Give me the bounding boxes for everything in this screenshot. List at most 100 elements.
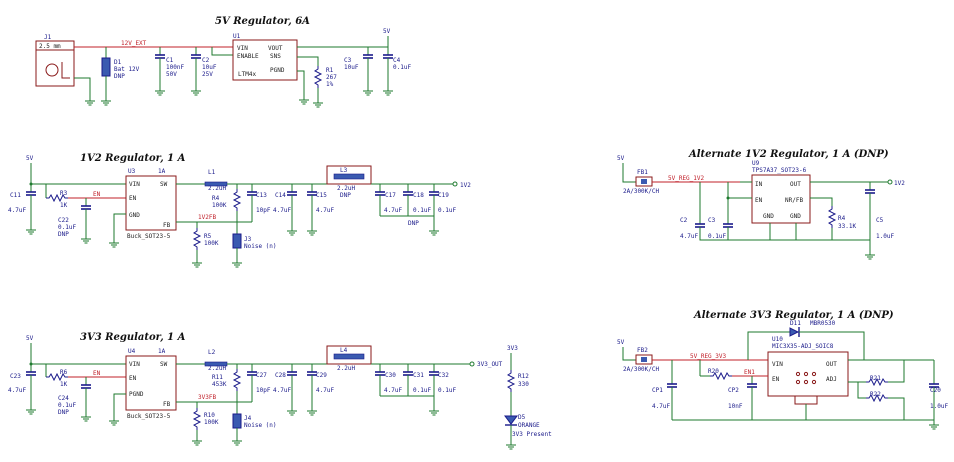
j1-barrel-jack: J1 2.5 mm (35, 34, 75, 87)
c1-capacitor: C1 100nF 50V (154, 46, 184, 96)
svg-text:4.7uF: 4.7uF (680, 233, 698, 240)
svg-text:10uF: 10uF (202, 64, 217, 71)
svg-text:267: 267 (326, 74, 337, 81)
svg-text:C23: C23 (10, 373, 21, 380)
svg-text:4.7uF: 4.7uF (8, 387, 26, 394)
svg-text:C11: C11 (10, 192, 21, 199)
c27-capacitor: C27 10pF (237, 363, 271, 403)
svg-text:2.2uH: 2.2uH (337, 365, 355, 372)
svg-text:VIN: VIN (129, 181, 140, 188)
c3-alt-capacitor: C3 0.1uF (708, 198, 734, 240)
svg-text:Buck_SOT23-5: Buck_SOT23-5 (127, 233, 171, 240)
svg-text:VOUT: VOUT (268, 45, 283, 52)
c3-capacitor: C3 10uF (344, 46, 374, 96)
svg-text:DNP: DNP (58, 409, 69, 416)
c32-capacitor: C32 0.1uF (428, 363, 456, 416)
svg-text:C3: C3 (344, 57, 352, 64)
svg-text:4.7uF: 4.7uF (8, 207, 26, 214)
c18-capacitor: C18 0.1uF (402, 183, 431, 216)
svg-text:0.1uF: 0.1uF (438, 207, 456, 214)
svg-text:R10: R10 (204, 412, 215, 419)
u10-ldo-ic: U10 MIC3X35-ADJ_SOIC8 VIN OUT EN ADJ (767, 336, 849, 405)
svg-text:FB2: FB2 (637, 347, 648, 354)
svg-text:4.7uF: 4.7uF (316, 207, 334, 214)
net-3v3-out: 3V3_OUT (477, 361, 503, 368)
svg-text:C4: C4 (393, 57, 401, 64)
svg-text:C2: C2 (202, 57, 210, 64)
svg-text:NR/FB: NR/FB (785, 197, 803, 204)
svg-text:R1: R1 (326, 67, 334, 74)
svg-text:Bat 12V: Bat 12V (114, 66, 140, 73)
svg-text:C2: C2 (680, 217, 688, 224)
u1-regulator-ic: U1 VIN ENABLE VOUT SNS PGND LTM4x (232, 33, 298, 81)
svg-text:L4: L4 (340, 347, 348, 354)
svg-text:C15: C15 (316, 192, 327, 199)
svg-text:100K: 100K (204, 419, 219, 426)
svg-text:4.7uF: 4.7uF (273, 207, 291, 214)
r1-resistor: R1 267 1% (312, 65, 337, 108)
c24-capacitor: C24 0.1uF DNP (58, 376, 92, 422)
svg-text:C17: C17 (385, 192, 396, 199)
c13-capacitor: C13 10pF (237, 183, 271, 223)
svg-text:0.1uF: 0.1uF (413, 207, 431, 214)
svg-text:C14: C14 (275, 192, 286, 199)
svg-text:R4: R4 (212, 195, 220, 202)
svg-text:330: 330 (518, 381, 529, 388)
svg-text:EN1: EN1 (744, 369, 755, 376)
svg-text:J4: J4 (244, 415, 252, 422)
svg-text:DNP: DNP (114, 73, 125, 80)
svg-text:ADJ: ADJ (826, 376, 837, 383)
svg-text:2A/300K/CH: 2A/300K/CH (623, 366, 660, 373)
d1-diode: D1 Bat 12V DNP (100, 47, 140, 106)
svg-text:IN: IN (755, 181, 763, 188)
svg-text:1%: 1% (326, 81, 334, 88)
svg-text:R6: R6 (60, 369, 68, 376)
r4-resistor: R4 100K (212, 188, 241, 212)
svg-text:L1: L1 (208, 169, 216, 176)
j3-jumper: J3 Noise (n) (231, 233, 277, 268)
svg-text:0.1uF: 0.1uF (438, 387, 456, 394)
svg-text:FB: FB (163, 222, 171, 229)
svg-text:3V3 Present: 3V3 Present (512, 431, 552, 438)
r4-alt-resistor: R4 33.1K (828, 205, 856, 240)
svg-text:C27: C27 (256, 372, 267, 379)
svg-text:100nF: 100nF (166, 64, 184, 71)
svg-text:0.1uF: 0.1uF (708, 233, 726, 240)
svg-text:R12: R12 (518, 373, 529, 380)
svg-text:U3: U3 (128, 168, 136, 175)
net-1v2-out: 1V2 (460, 182, 471, 189)
svg-text:R5: R5 (204, 233, 212, 240)
svg-text:100K: 100K (212, 202, 227, 209)
svg-text:1A: 1A (158, 168, 166, 175)
svg-text:MBR0530: MBR0530 (810, 320, 836, 327)
svg-text:EN: EN (129, 195, 137, 202)
svg-text:1K: 1K (60, 202, 68, 209)
svg-text:CP1: CP1 (652, 387, 663, 394)
r22-resistor: R22 (865, 391, 889, 402)
svg-text:C20: C20 (930, 387, 941, 394)
title-1v2-regulator: 1V2 Regulator, 1 A (80, 153, 186, 164)
r10-resistor: R10 100K (191, 402, 219, 446)
svg-text:C31: C31 (413, 372, 424, 379)
cp1-capacitor: CP1 4.7uF (652, 360, 678, 420)
svg-text:U10: U10 (772, 336, 783, 343)
svg-text:4.7uF: 4.7uF (384, 387, 402, 394)
svg-text:DNP: DNP (58, 231, 69, 238)
svg-text:4.7uF: 4.7uF (273, 387, 291, 394)
svg-text:4.7uF: 4.7uF (316, 387, 334, 394)
section-alt-3v3-regulator: Alternate 3V3 Regulator, 1 A (DNP) 5V FB… (617, 310, 948, 430)
svg-text:OUT: OUT (826, 361, 837, 368)
c14-capacitor: C14 4.7uF (273, 183, 298, 236)
svg-text:50V: 50V (166, 71, 177, 78)
title-3v3-regulator: 3V3 Regulator, 1 A (80, 332, 186, 343)
c17-capacitor: C17 4.7uF (374, 183, 402, 216)
svg-text:C13: C13 (256, 192, 267, 199)
r11-resistor: R11 453K (212, 368, 241, 392)
svg-text:1V2FB: 1V2FB (198, 214, 216, 221)
svg-text:1.0uF: 1.0uF (930, 403, 948, 410)
svg-text:DNP: DNP (340, 192, 351, 199)
svg-text:SNS: SNS (270, 53, 281, 60)
svg-text:L3: L3 (340, 167, 348, 174)
svg-text:D1: D1 (114, 59, 122, 66)
u9-ldo-ic: U9 TPS7A37_SOT23-6 IN OUT EN NR/FB GND G… (751, 160, 811, 224)
